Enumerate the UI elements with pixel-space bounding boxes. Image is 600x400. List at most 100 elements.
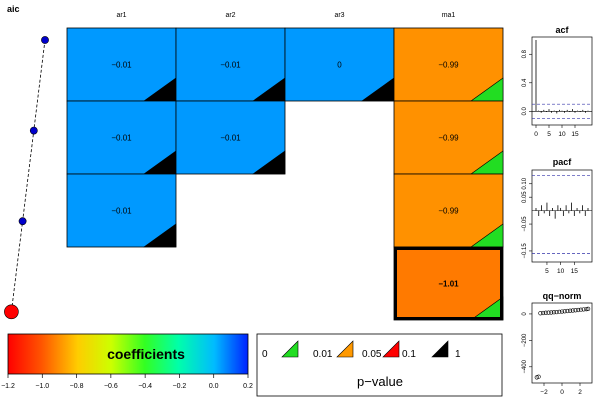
coef-value-label: −0.99	[438, 134, 459, 143]
qq-point	[534, 375, 539, 380]
coef-cell-model-1-ar1: −0.01	[66, 27, 177, 102]
qq-panel: qq−norm −2 0 2 0 −200 −400	[522, 291, 593, 396]
qq-point	[540, 310, 546, 316]
qq-point	[570, 308, 575, 313]
coef-value-label: −0.99	[438, 61, 459, 70]
colorbar-tick-label: 0.2	[243, 383, 253, 390]
coef-cell-fill	[66, 27, 177, 102]
pacf-ytick-label: 0.10	[522, 177, 528, 189]
coef-cell-fill	[393, 173, 504, 248]
coef-value-label: −0.01	[111, 61, 132, 70]
coef-cell-model-2-ar2: −0.01	[175, 100, 286, 175]
pvalue-legend-title: p−value	[357, 374, 403, 389]
coef-cell-fill	[393, 246, 504, 321]
pvalue-swatch	[382, 340, 400, 358]
acf-xtick-label: 0	[534, 131, 538, 138]
coef-value-label: −0.01	[220, 61, 241, 70]
colorbar-tick-label: −0.6	[104, 383, 118, 390]
colorbar-gradient	[7, 333, 249, 375]
qq-point	[565, 308, 570, 314]
coef-value-label: −0.99	[438, 207, 459, 216]
pvalue-swatch	[281, 340, 299, 358]
coef-cell-model-4-ma1: −1.01	[393, 246, 504, 321]
coef-cell-fill	[393, 100, 504, 175]
column-label-ar2: ar2	[225, 12, 235, 19]
pacf-ytick-label: −0.15	[522, 243, 528, 259]
qq-point	[543, 310, 548, 315]
pvalue-legend-box	[256, 333, 503, 397]
column-label-ar3: ar3	[334, 12, 344, 19]
qq-ytick-label: −400	[522, 359, 528, 373]
selected-model-outline	[394, 247, 503, 320]
coef-value-label: −0.01	[220, 134, 241, 143]
coef-cell-model-1-ar2: −0.01	[175, 27, 286, 102]
pvalue-swatch	[336, 340, 354, 358]
coef-cell-model-3-ma1: −0.99	[393, 173, 504, 248]
qq-xtick-label: 0	[560, 389, 564, 396]
acf-xtick-label: 10	[558, 131, 566, 138]
pvalue-break-label: 0.05	[362, 349, 382, 360]
coef-value-label: 0	[337, 61, 342, 70]
pvalue-break-label: 0	[262, 349, 268, 360]
coef-cell-model-3-ar1: −0.01	[66, 173, 177, 248]
coef-cell-fill	[66, 173, 177, 248]
aic-point	[4, 304, 19, 320]
coef-cell-model-1-ma1: −0.99	[393, 27, 504, 102]
coefficient-colorbar: coefficients −1.2 −1.0 −0.8 −0.6 −0.4 −0.2 0.0…	[1, 333, 253, 390]
pacf-xtick-label: 5	[545, 268, 549, 275]
qq-point	[554, 309, 559, 315]
coef-cell-model-2-ar1: −0.01	[66, 100, 177, 175]
pacf-frame	[531, 169, 593, 263]
pvalue-swatch	[431, 340, 449, 358]
acf-ytick-label: 0.0	[522, 106, 528, 115]
aic-line	[11, 39, 46, 312]
pvalue-break-label: 0.1	[402, 349, 416, 360]
coef-cell-model-2-ma1: −0.99	[393, 100, 504, 175]
aic-title: aic	[7, 4, 20, 14]
qq-ytick-label: −200	[522, 333, 528, 347]
acf-xtick-label: 15	[571, 131, 579, 138]
qq-point	[567, 308, 573, 313]
qq-xtick-label: −2	[540, 389, 548, 396]
coef-cell-fill	[284, 27, 395, 102]
coef-value-label: −0.01	[111, 134, 132, 143]
colorbar-tick-label: −0.8	[70, 383, 84, 390]
coef-cell-fill	[66, 100, 177, 175]
qq-point	[559, 309, 565, 314]
colorbar-tick-label: −1.0	[35, 383, 49, 390]
qq-point	[581, 307, 586, 312]
acf-ytick-label: 0.8	[522, 49, 528, 58]
qq-ytick-label: 0	[522, 312, 528, 316]
column-label-ma1: ma1	[442, 12, 456, 19]
qq-point	[584, 307, 589, 312]
coef-value-label: −0.01	[111, 207, 132, 216]
qq-point	[573, 308, 578, 313]
qq-xtick-label: 2	[578, 389, 582, 396]
column-label-ar1: ar1	[116, 12, 126, 19]
colorbar-tick-label: −0.2	[173, 383, 187, 390]
aic-point	[29, 126, 38, 135]
pvalue-marker	[252, 150, 286, 175]
coef-cell-fill	[393, 27, 504, 102]
pacf-ytick-label: 0.05	[522, 191, 528, 203]
colorbar-tick-label: −0.4	[138, 383, 152, 390]
pvalue-break-label: 0.01	[313, 349, 333, 360]
qq-point	[585, 306, 591, 312]
colorbar-tick-label: 0.0	[209, 383, 219, 390]
pacf-xtick-label: 10	[557, 268, 565, 275]
qq-title: qq−norm	[543, 291, 582, 301]
qq-point	[551, 310, 557, 315]
aic-point	[41, 36, 49, 44]
colorbar-title: coefficients	[107, 346, 185, 362]
acf-xtick-label: 5	[547, 131, 551, 138]
qq-point	[557, 309, 562, 314]
colorbar-tick-label: −1.2	[1, 383, 15, 390]
qq-point	[538, 311, 543, 316]
acf-ytick-label: 0.4	[522, 78, 528, 87]
qq-point	[536, 374, 541, 379]
pacf-title: pacf	[553, 157, 573, 167]
